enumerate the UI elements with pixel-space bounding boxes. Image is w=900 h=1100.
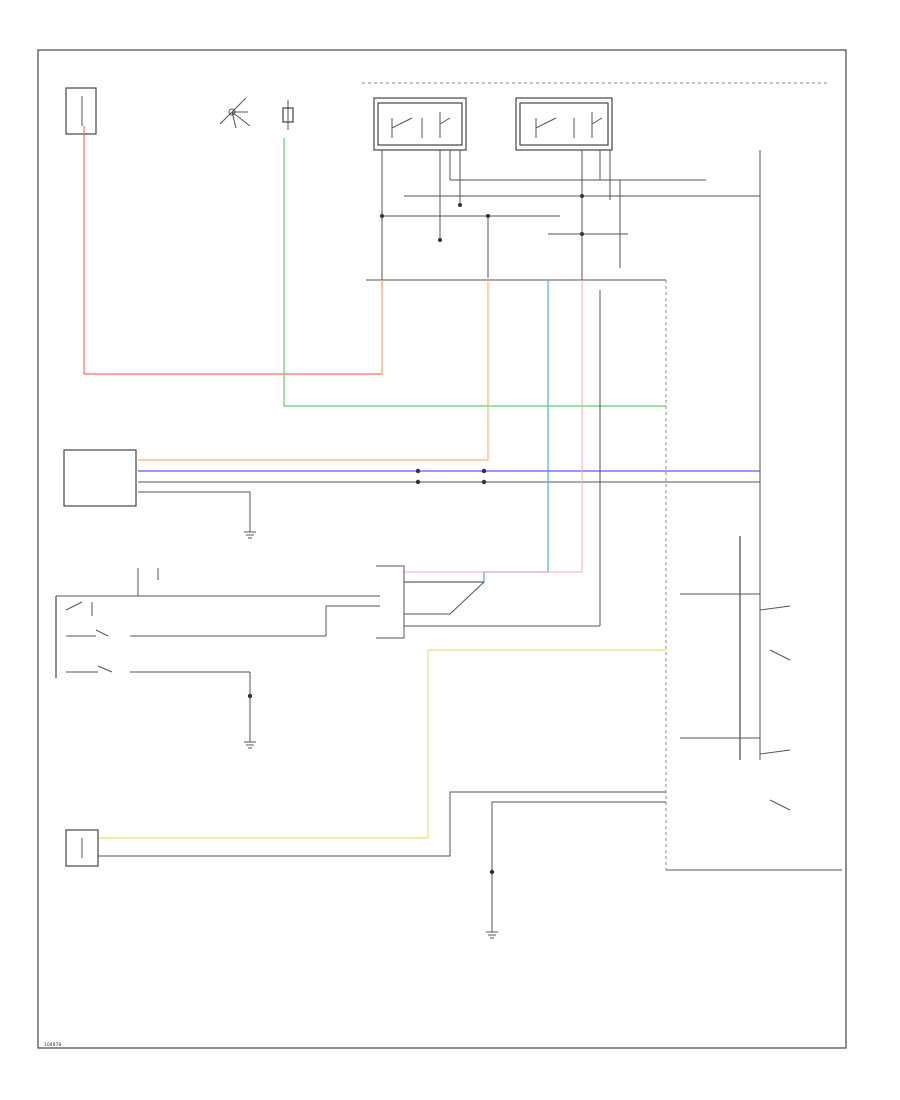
switch-assembly-left — [55, 595, 380, 742]
relay-1 — [373, 97, 467, 151]
wire-yellow — [98, 649, 666, 839]
wire-green — [283, 138, 666, 407]
ground-g2 — [244, 741, 256, 749]
connector-block-middle — [376, 565, 485, 639]
wire-gray-ground — [491, 801, 666, 910]
fuse-2 — [282, 100, 294, 130]
control-module-left — [63, 449, 137, 507]
wire-orange — [138, 280, 489, 461]
ignition-switch — [219, 97, 251, 129]
fuse-box — [65, 87, 97, 135]
diagram-id: 104978 — [44, 1042, 61, 1048]
sensor-bottom-left — [65, 829, 99, 867]
wire-red — [83, 126, 383, 375]
wire-gray-lower — [98, 791, 666, 857]
wire-gray-2 — [138, 491, 251, 520]
relay-2 — [515, 97, 613, 151]
ground-g3 — [486, 910, 498, 939]
control-module-right — [680, 536, 791, 811]
relay-harness — [366, 150, 761, 540]
hot-at-all-times-fuse — [65, 87, 97, 135]
wire-light-blue — [404, 280, 549, 583]
wire-light-red — [404, 280, 583, 573]
ground-g1 — [244, 520, 256, 539]
diagram-frame — [37, 49, 847, 1049]
